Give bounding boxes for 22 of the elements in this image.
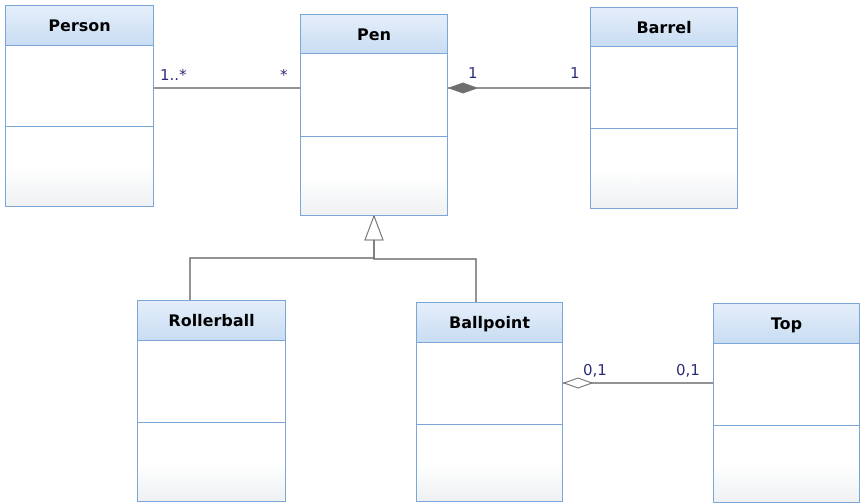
multiplicity-label: 1..* <box>160 66 187 84</box>
multiplicity-label: * <box>280 66 288 84</box>
class-box <box>416 302 563 502</box>
generalization-arrow <box>364 216 477 302</box>
class-box <box>713 303 860 503</box>
class-name: Pen <box>357 24 391 44</box>
class-box <box>590 7 738 209</box>
composition-line <box>448 82 590 94</box>
multiplicity-label: 1 <box>570 64 580 82</box>
aggregation-line <box>563 378 713 388</box>
class-name: Barrel <box>636 18 692 36</box>
class-box <box>300 14 448 216</box>
class-name: Person <box>48 16 111 35</box>
association-line <box>154 87 300 89</box>
class-name: Ballpoint <box>449 313 530 332</box>
class-box <box>5 5 154 207</box>
multiplicity-label: 0,1 <box>676 361 700 379</box>
class-name: Rollerball <box>168 311 255 330</box>
multiplicity-label: 1 <box>468 64 478 82</box>
class-box <box>137 300 286 502</box>
multiplicity-label: 0,1 <box>583 361 607 379</box>
class-name: Top <box>770 314 802 333</box>
